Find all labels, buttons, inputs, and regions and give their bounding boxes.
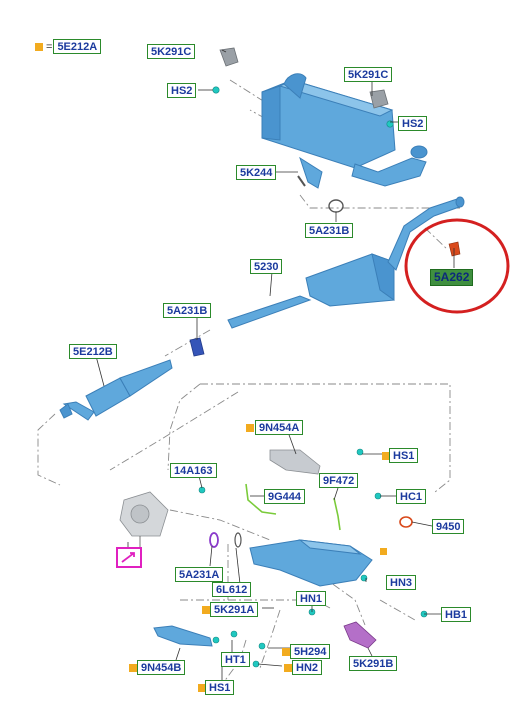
part-label-5a231b: 5A231B — [305, 223, 354, 238]
gasket — [234, 532, 242, 548]
marker-icon — [282, 648, 290, 656]
part-label-hs1: HS1 — [389, 448, 419, 463]
part-label-5k291b: 5K291B — [349, 656, 398, 671]
part-label-6l612: 6L612 — [212, 582, 252, 597]
part-label-hn1: HN1 — [296, 591, 327, 606]
part-label-9n454a: 9N454A — [255, 420, 304, 435]
seal-ring — [399, 516, 413, 528]
part-label-hs2: HS2 — [398, 116, 428, 131]
assembly-line — [37, 413, 61, 486]
part-label-hb1: HB1 — [441, 607, 472, 622]
highlight-circle — [404, 218, 510, 314]
hanger-bracket — [219, 47, 389, 109]
marker — [380, 548, 387, 555]
part-label-5k291a: 5K291A — [210, 602, 259, 617]
part-label-5k291c: 5K291C — [344, 67, 393, 82]
rubber-mount — [297, 175, 306, 187]
hanger-rubber-5a262-icon — [448, 241, 461, 257]
legend-code: 5E212A — [53, 39, 102, 54]
part-label-5h294: 5H294 — [290, 644, 331, 659]
part-label-hs2: HS2 — [167, 83, 197, 98]
legend-equals: = — [46, 40, 53, 53]
assembly-line — [319, 574, 366, 626]
part-label-9n454b: 9N454B — [137, 660, 186, 675]
marker-icon — [202, 606, 210, 614]
turbocharger — [119, 491, 169, 537]
assembly-line — [167, 383, 201, 471]
part-label-5a231a: 5A231A — [175, 567, 224, 582]
clamp — [189, 337, 205, 357]
legend: = 5E212A — [35, 39, 102, 54]
assembly-line — [109, 391, 239, 471]
downpipe-catalyst — [249, 539, 373, 587]
marker-icon — [129, 664, 137, 672]
rear-bracket — [343, 621, 377, 649]
assembly-line — [169, 509, 271, 541]
heat-shield — [269, 449, 321, 475]
marker-icon — [382, 452, 390, 460]
marker-icon — [198, 684, 206, 692]
part-label-5k291c: 5K291C — [147, 44, 196, 59]
part-label-hn2: HN2 — [292, 660, 323, 675]
legend-marker-icon — [35, 42, 43, 51]
front-pipe-catalyst — [59, 359, 173, 421]
assembly-line — [200, 383, 451, 493]
part-label-9450: 9450 — [432, 519, 465, 534]
assembly-line — [164, 329, 211, 357]
part-label-5230: 5230 — [250, 259, 283, 274]
assembly-line — [424, 227, 449, 251]
part-label-hc1: HC1 — [396, 489, 427, 504]
intermediate-pipe — [227, 196, 465, 329]
sensor-cable — [245, 483, 341, 531]
part-label-5a262-highlighted: 5A262 — [430, 269, 474, 286]
assembly-line — [259, 609, 281, 669]
part-label-5a231b: 5A231B — [163, 303, 212, 318]
marker-icon — [246, 424, 254, 432]
rear-muffler — [261, 73, 428, 189]
part-label-ht1: HT1 — [221, 652, 250, 667]
part-label-9f472: 9F472 — [319, 473, 359, 488]
part-label-9g444: 9G444 — [264, 489, 306, 504]
assembly-line — [379, 599, 416, 621]
part-label-hn3: HN3 — [386, 575, 417, 590]
view-callout-icon — [116, 547, 142, 568]
fastener — [198, 448, 428, 668]
front-bracket — [153, 625, 213, 647]
part-label-5k244: 5K244 — [236, 165, 277, 180]
marker-icon — [284, 664, 292, 672]
part-label-5e212b: 5E212B — [69, 344, 117, 359]
assembly-line — [299, 194, 460, 209]
part-label-14a163: 14A163 — [170, 463, 217, 478]
gasket — [209, 532, 219, 548]
clamp — [328, 199, 344, 213]
part-label-hs1: HS1 — [205, 680, 235, 695]
